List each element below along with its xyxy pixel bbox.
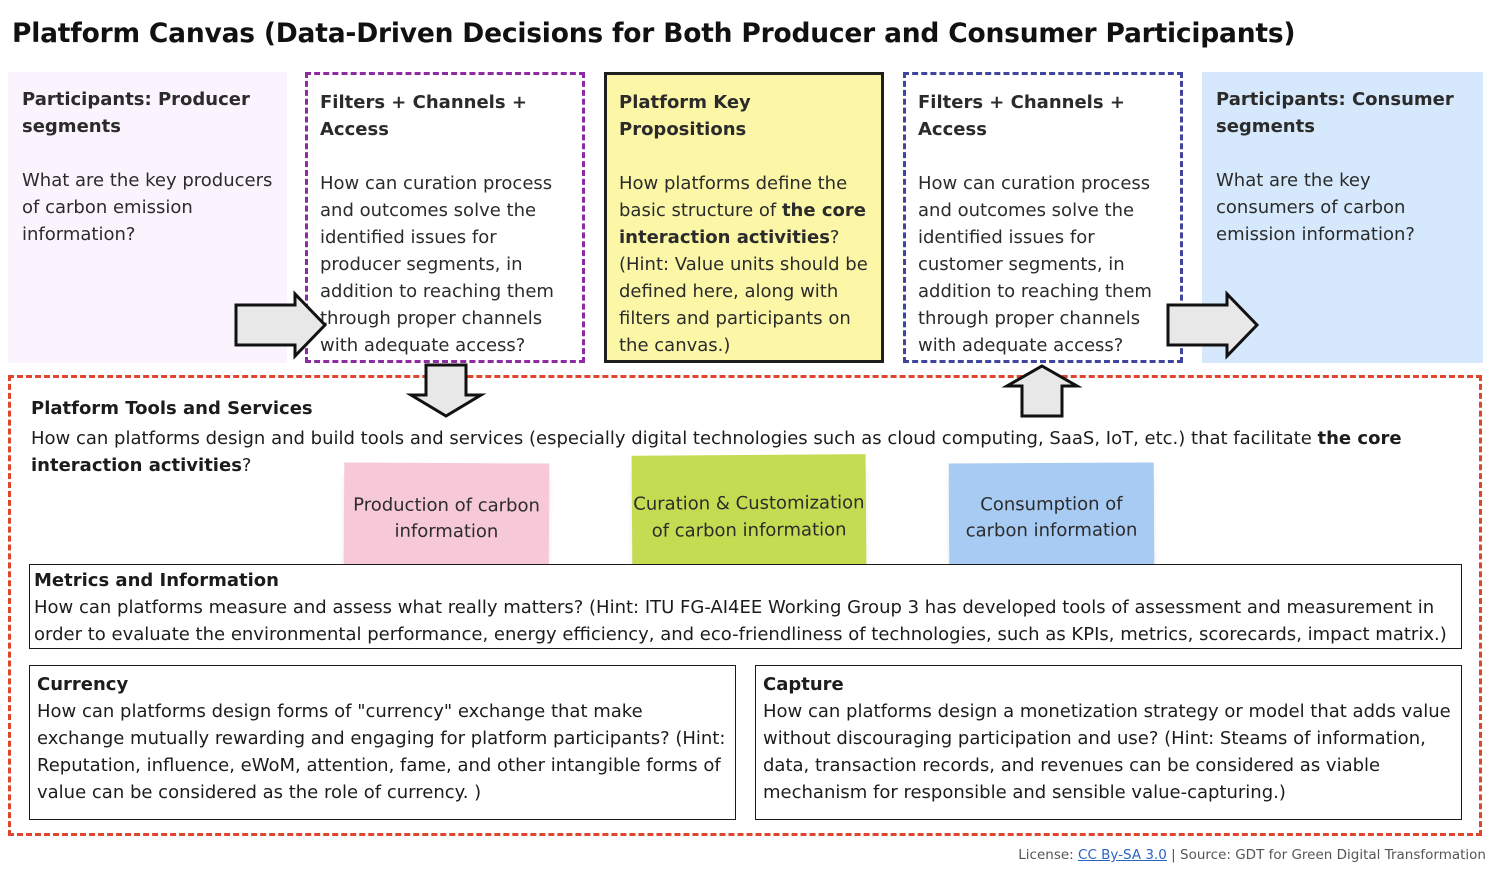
- currency-block: Currency How can platforms design forms …: [29, 665, 736, 820]
- footer-suffix: | Source: GDT for Green Digital Transfor…: [1166, 847, 1486, 863]
- footer-prefix: License:: [1018, 847, 1079, 863]
- tools-services-emphasis: the core interaction activities: [31, 428, 1402, 476]
- consumer-filters-text: How can curation process and outcomes so…: [918, 173, 1152, 356]
- license-link[interactable]: CC By-SA 3.0: [1078, 847, 1167, 863]
- arrow-up-icon: [1001, 364, 1083, 418]
- producer-filters-block: Filters + Channels + Access How can cura…: [305, 72, 585, 363]
- consumer-segments-heading: Participants: Consumer segments: [1216, 89, 1454, 137]
- producer-segments-text: What are the key producers of carbon emi…: [22, 170, 273, 245]
- key-propositions-heading: Platform Key Propositions: [619, 92, 751, 140]
- license-footer: License: CC By-SA 3.0 | Source: GDT for …: [1018, 847, 1486, 863]
- key-propositions-text-start: How platforms define the basic structure…: [619, 173, 848, 221]
- key-propositions-hint: (Hint: Value units should be defined her…: [619, 254, 868, 356]
- tools-services-text: How can platforms design and build tools…: [31, 425, 1451, 479]
- tools-services-frame: [8, 375, 1482, 836]
- key-propositions-text: How platforms define the basic structure…: [619, 170, 869, 251]
- producer-segments-block: Participants: Producer segments What are…: [8, 72, 287, 363]
- production-sticky-note: Production of carbon information: [343, 462, 550, 576]
- consumption-note-text: Consumption of carbon information: [965, 493, 1138, 542]
- producer-filters-heading: Filters + Channels + Access: [320, 92, 527, 140]
- key-propositions-emphasis: the core interaction activities: [619, 200, 866, 248]
- consumer-filters-heading: Filters + Channels + Access: [918, 92, 1125, 140]
- arrow-right-icon: [234, 290, 328, 360]
- metrics-information-block: Metrics and Information How can platform…: [29, 564, 1462, 649]
- capture-text: How can platforms design a monetization …: [763, 701, 1451, 803]
- producer-segments-heading: Participants: Producer segments: [22, 89, 250, 137]
- metrics-information-heading: Metrics and Information: [34, 570, 279, 591]
- key-propositions-text-end: ?: [829, 227, 840, 248]
- arrow-right-icon: [1166, 290, 1260, 360]
- consumer-filters-block: Filters + Channels + Access How can cura…: [903, 72, 1183, 363]
- tools-services-text-start: How can platforms design and build tools…: [31, 428, 1318, 449]
- production-note-text: Production of carbon information: [353, 494, 540, 543]
- currency-text: How can platforms design forms of "curre…: [37, 701, 726, 803]
- curation-note-text: Curation & Customization of carbon infor…: [633, 492, 865, 542]
- capture-heading: Capture: [763, 674, 844, 695]
- consumer-segments-text: What are the key consumers of carbon emi…: [1216, 170, 1415, 245]
- arrow-down-icon: [405, 363, 487, 418]
- producer-filters-text: How can curation process and outcomes so…: [320, 173, 554, 356]
- metrics-information-text: How can platforms measure and assess wha…: [34, 597, 1447, 645]
- tools-services-text-end: ?: [241, 455, 252, 476]
- curation-sticky-note: Curation & Customization of carbon infor…: [631, 454, 867, 581]
- capture-block: Capture How can platforms design a monet…: [755, 665, 1462, 820]
- page-title: Platform Canvas (Data-Driven Decisions f…: [12, 18, 1296, 49]
- currency-heading: Currency: [37, 674, 129, 695]
- key-propositions-block: Platform Key Propositions How platforms …: [604, 72, 884, 363]
- tools-services-heading: Platform Tools and Services: [31, 398, 313, 419]
- consumption-sticky-note: Consumption of carbon information: [948, 462, 1155, 574]
